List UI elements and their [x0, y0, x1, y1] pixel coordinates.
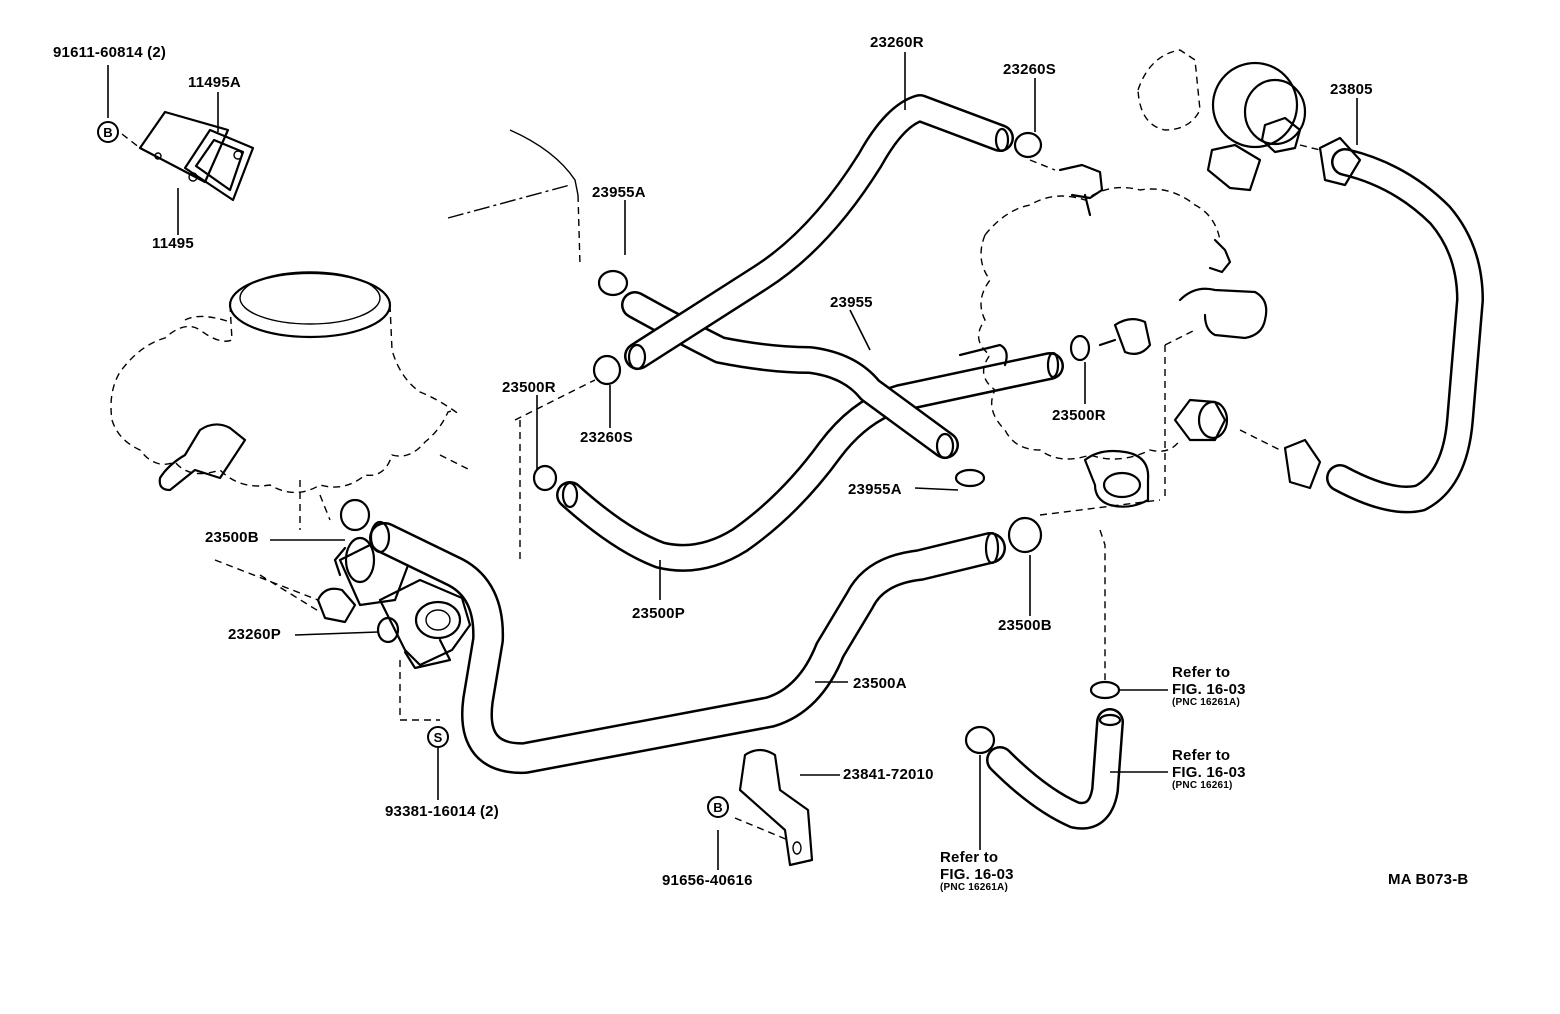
hose-23500P [556, 351, 1064, 572]
refer-note-3: Refer to FIG. 16-03 (PNC 16261A) [940, 850, 1014, 893]
engine-block-outline [958, 163, 1268, 516]
badge-s: S [427, 726, 449, 748]
refer-note-1-line3: (PNC 16261A) [1172, 697, 1240, 708]
label-23260P: 23260P [228, 626, 281, 643]
refer-note-2: Refer to FIG. 16-03 (PNC 16261) [1172, 748, 1246, 791]
hose-23500A [369, 520, 1006, 775]
label-23955: 23955 [830, 294, 873, 311]
pipe-23805 [1283, 136, 1484, 514]
gasket-11495 [121, 110, 255, 202]
label-23260S-top: 23260S [1003, 61, 1056, 78]
refer-note-3-line3: (PNC 16261A) [940, 882, 1008, 893]
refer-note-3-line2: FIG. 16-03 [940, 866, 1014, 883]
label-23260S-mid: 23260S [580, 429, 633, 446]
diagram-code: MA B073-B [1388, 871, 1469, 888]
label-91656-40616: 91656-40616 [662, 872, 753, 889]
label-23500B-right: 23500B [998, 617, 1052, 634]
label-11495A: 11495A [188, 74, 241, 91]
label-23841-72010: 23841-72010 [843, 766, 934, 783]
label-91611-60814: 91611-60814 (2) [53, 44, 167, 61]
label-23805: 23805 [1330, 81, 1373, 98]
refer-note-3-line1: Refer to [940, 849, 999, 866]
label-23500A: 23500A [853, 675, 907, 692]
hose-lower-right [986, 708, 1124, 830]
refer-note-1-line2: FIG. 16-03 [1172, 681, 1246, 698]
badge-b-top: B [97, 121, 119, 143]
hose-23260R [624, 94, 1014, 371]
badge-b-bottom: B [707, 796, 729, 818]
leader-lines [107, 52, 1358, 870]
air-valve-23260P [214, 536, 472, 670]
label-23500R-right: 23500R [1052, 407, 1106, 424]
label-23955A-top: 23955A [592, 184, 646, 201]
label-23260R: 23260R [870, 34, 924, 51]
refer-note-1-line1: Refer to [1172, 664, 1231, 681]
vacuum-valve-top-right [1137, 49, 1307, 192]
refer-note-2-line3: (PNC 16261) [1172, 780, 1233, 791]
refer-note-2-line1: Refer to [1172, 747, 1231, 764]
label-23955A-mid: 23955A [848, 481, 902, 498]
refer-note-2-line2: FIG. 16-03 [1172, 764, 1246, 781]
throttle-body-outline [110, 271, 471, 530]
label-23500B-left: 23500B [205, 529, 259, 546]
label-93381-16014: 93381-16014 (2) [385, 803, 499, 820]
label-23500R-left: 23500R [502, 379, 556, 396]
refer-note-1: Refer to FIG. 16-03 (PNC 16261A) [1172, 665, 1246, 708]
label-23500P: 23500P [632, 605, 685, 622]
reference-lines [399, 129, 1321, 721]
label-11495: 11495 [152, 235, 194, 252]
clips [339, 131, 1121, 755]
bracket-23841 [734, 748, 814, 867]
